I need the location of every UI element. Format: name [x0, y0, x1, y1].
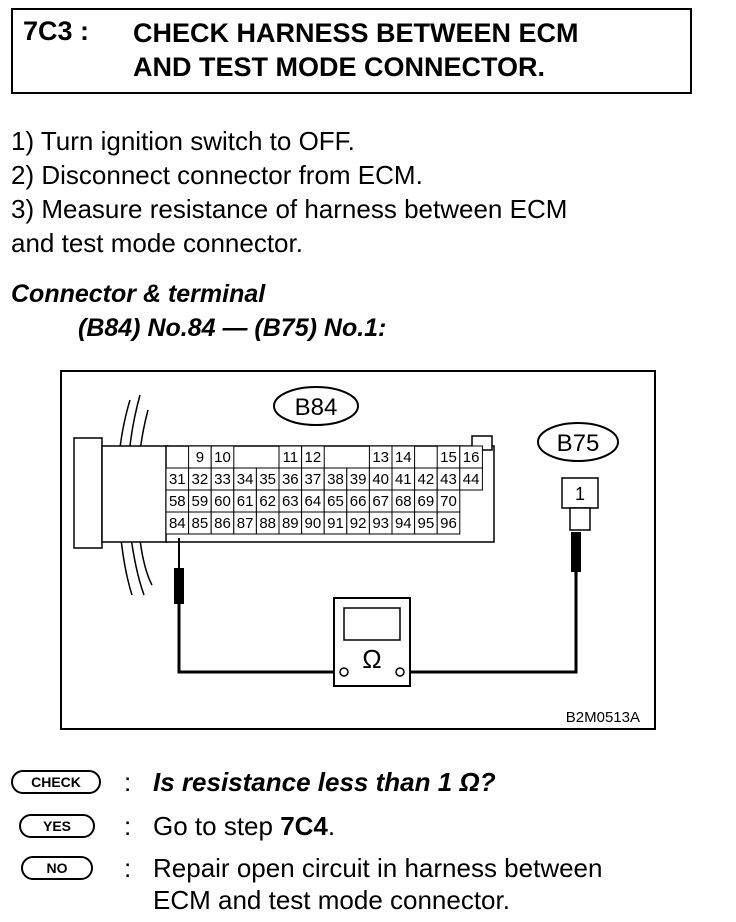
pin-96-cell — [436, 511, 461, 535]
yes-step: 7C4 — [280, 811, 328, 841]
ecm-connector-label-bubble — [273, 386, 359, 426]
procedure-step-3: 3) Measure resistance of harness between… — [11, 194, 568, 224]
step-id: 7C3 : — [23, 16, 90, 46]
check-badge: CHECK — [11, 770, 101, 794]
ohmmeter-terminal-left — [339, 667, 349, 677]
pin-44: 44 — [463, 471, 480, 488]
pin-90: 90 — [305, 515, 322, 532]
pin-64: 64 — [305, 493, 322, 510]
ecm-connector-latch — [73, 437, 103, 549]
pin-65: 65 — [327, 493, 344, 510]
pin-94: 94 — [395, 515, 412, 532]
procedure-steps: 1) Turn ignition switch to OFF. 2) Disco… — [11, 124, 701, 260]
pin-63: 63 — [282, 493, 299, 510]
pin-35: 35 — [259, 471, 276, 488]
pin-10: 10 — [214, 449, 231, 466]
pin-43: 43 — [440, 471, 457, 488]
pin-59: 59 — [192, 493, 209, 510]
pin-39: 39 — [350, 471, 367, 488]
procedure-step-3-cont: and test mode connector. — [11, 228, 303, 258]
pin-34: 34 — [237, 471, 254, 488]
check-row: CHECK : Is resistance less than 1 Ω? — [11, 766, 731, 798]
pin-36: 36 — [282, 471, 299, 488]
test-connector-label: B75 — [557, 430, 600, 457]
yes-suffix: . — [327, 811, 336, 841]
yes-prefix: Go to step — [153, 811, 281, 841]
ecm-connector-shell — [101, 445, 169, 543]
procedure-step-2: 2) Disconnect connector from ECM. — [11, 160, 423, 190]
pin-69: 69 — [418, 493, 435, 510]
pin-41: 41 — [395, 471, 412, 488]
pin-91: 91 — [327, 515, 344, 532]
test-connector-lead — [569, 507, 591, 531]
yes-colon: : — [124, 811, 132, 841]
pin-37: 37 — [305, 471, 322, 488]
test-connector-label-bubble — [537, 422, 619, 462]
no-answer: Repair open circuit in harness between E… — [153, 852, 602, 916]
pin-95: 95 — [418, 515, 435, 532]
ohmmeter-terminal-right — [395, 667, 405, 677]
no-row: NO : Repair open circuit in harness betw… — [11, 852, 731, 916]
yes-row: YES : Go to step 7C4. — [11, 810, 731, 842]
no-colon: : — [124, 853, 132, 883]
step-header: 7C3 : CHECK HARNESS BETWEEN ECM AND TEST… — [11, 8, 692, 94]
pin-11: 11 — [283, 449, 299, 466]
ohm-symbol: Ω — [362, 644, 381, 674]
pin-67: 67 — [372, 493, 389, 510]
pin-58: 58 — [169, 493, 186, 510]
procedure-step-1: 1) Turn ignition switch to OFF. — [11, 126, 355, 156]
figure-code: B2M0513A — [566, 709, 640, 726]
step-title: CHECK HARNESS BETWEEN ECM AND TEST MODE … — [133, 16, 579, 84]
pin-60: 60 — [214, 493, 231, 510]
probe-ecm — [174, 568, 184, 604]
pin-70: 70 — [440, 493, 457, 510]
pin-68: 68 — [395, 493, 412, 510]
ecm-pin-grid: 9 10 11 12 13 14 15 16 31 32 33 34 35 36 37 38 39 40 41 42 4… — [165, 445, 483, 535]
pin-93: 93 — [372, 515, 389, 532]
pin-14: 14 — [395, 449, 412, 466]
connector-spec: (B84) No.84 — (B75) No.1: — [78, 314, 387, 342]
lead-ecm — [177, 604, 340, 674]
pin-66: 66 — [350, 493, 367, 510]
step-title-line1: CHECK HARNESS BETWEEN ECM — [133, 18, 579, 48]
lead-test — [408, 572, 578, 674]
no-answer-line1: Repair open circuit in harness between — [153, 853, 603, 883]
pin-86: 86 — [214, 515, 231, 532]
pin-33: 33 — [214, 471, 231, 488]
pin-88: 88 — [259, 515, 276, 532]
pin-38: 38 — [327, 471, 344, 488]
test-connector-pin: 1 — [575, 484, 585, 504]
pin-13: 13 — [372, 449, 389, 466]
pin-89: 89 — [282, 515, 299, 532]
pin-61: 61 — [237, 493, 254, 510]
yes-answer: Go to step 7C4. — [153, 810, 335, 842]
ohmmeter-display — [343, 607, 401, 641]
pin-9: 9 — [196, 449, 204, 466]
pin-62: 62 — [259, 493, 276, 510]
no-answer-line2: ECM and test mode connector. — [153, 885, 510, 915]
pin-92: 92 — [350, 515, 367, 532]
yes-badge: YES — [19, 814, 95, 838]
pin-42: 42 — [418, 471, 435, 488]
pin-40: 40 — [372, 471, 389, 488]
pin-84: 84 — [169, 515, 186, 532]
pin-32: 32 — [192, 471, 209, 488]
pin-12: 12 — [305, 449, 322, 466]
pin-87: 87 — [237, 515, 254, 532]
pin-31: 31 — [169, 471, 186, 488]
ecm-connector-label: B84 — [295, 394, 338, 421]
step-title-line2: AND TEST MODE CONNECTOR. — [133, 52, 546, 82]
test-connector-body — [561, 477, 599, 509]
check-colon: : — [124, 767, 132, 797]
probe-test — [571, 532, 581, 572]
pin-96: 96 — [440, 515, 457, 532]
pin-16: 16 — [463, 449, 480, 466]
pin-85: 85 — [192, 515, 209, 532]
pin-44-cell — [459, 467, 483, 491]
connector-heading: Connector & terminal — [11, 280, 266, 308]
no-badge: NO — [21, 856, 93, 880]
pin-15: 15 — [440, 449, 457, 466]
wiring-diagram: 9 10 11 12 13 14 15 16 31 32 33 34 35 36 37 38 39 40 41 42 4… — [60, 370, 656, 730]
check-question: Is resistance less than 1 Ω? — [153, 767, 496, 797]
